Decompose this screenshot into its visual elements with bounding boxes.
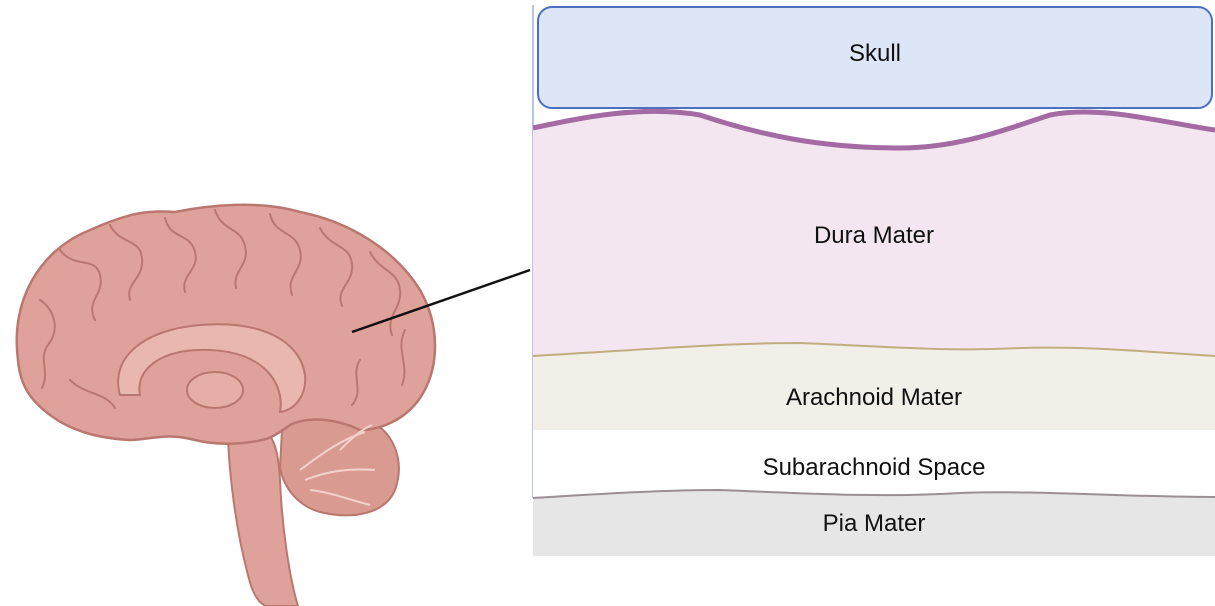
subarachnoid-space-label: Subarachnoid Space xyxy=(533,454,1215,482)
arachnoid-mater-label: Arachnoid Mater xyxy=(533,384,1215,412)
skull-label: Skull xyxy=(538,40,1212,68)
thalamus xyxy=(187,372,243,408)
dura-mater-label: Dura Mater xyxy=(533,222,1215,250)
pia-mater-label: Pia Mater xyxy=(533,510,1215,538)
brain-icon xyxy=(17,205,435,606)
